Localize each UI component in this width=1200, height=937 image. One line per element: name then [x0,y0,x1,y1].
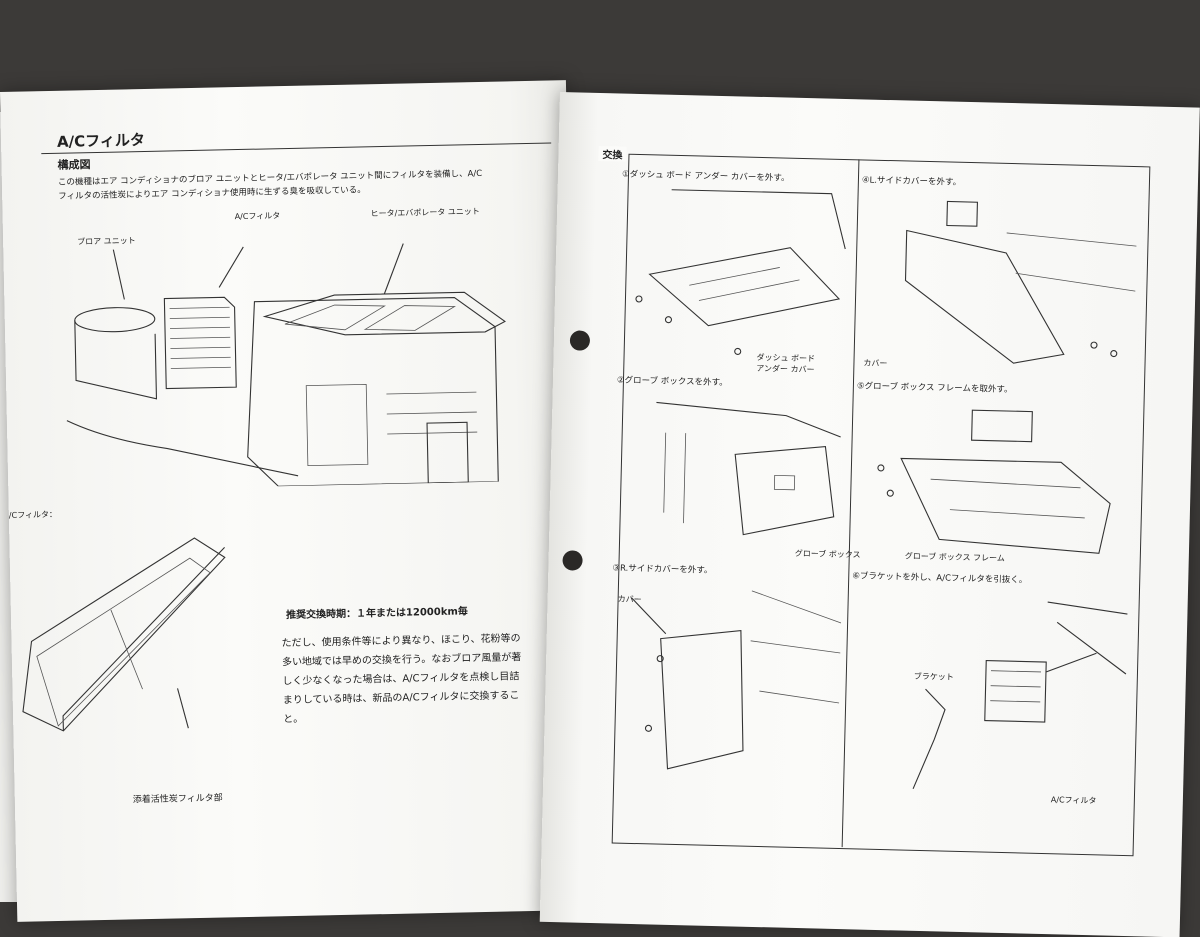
step-3-diagram [631,590,842,770]
body-text: ただし、使用条件等により異なり、ほこり、花粉等の 多い地域では早めの交換を行う。… [281,629,522,729]
label-glovebox: グローブ ボックス [794,548,861,560]
section-heading: 構成図 [57,158,91,172]
page-title: A/Cフィルタ [56,130,146,151]
label-ac-filter: A/Cフィルタ [234,211,281,222]
label-bracket: ブラケット [913,671,954,682]
hvac-assembly-diagram [66,243,506,487]
label-ac-filter-step6: A/Cフィルタ [1050,795,1097,806]
label-cover-l: カバー [863,358,888,369]
step-5-diagram [877,409,1111,554]
binder-hole [562,550,583,571]
step-6-diagram [912,601,1128,790]
step-2-diagram [656,401,841,536]
binder-hole [569,330,591,351]
left-page: A/Cフィルタ 構成図 この機種はエア コンディショナのブロア ユニットとヒータ… [0,80,584,922]
label-carbon-filter: 添着活性炭フィルタ部 [132,793,223,806]
label-dash-under-2: アンダー カバー [756,363,815,375]
step-1-diagram [635,189,846,355]
label-cover-r: カバー [617,594,642,605]
step-4-diagram [904,200,1137,364]
label-heater-unit: ヒータ/エバポレータ ユニット [370,206,480,219]
right-page: 交換 ①ダッシュ ボード アンダー カバーを外す。 ダッシュ ボード アンダー … [539,92,1200,937]
recommend-interval: 推奨交換時期：１年または12000km毎 [285,606,468,622]
ac-filter-drawing [22,537,226,732]
step-3: ③R.サイドカバーを外す。 [612,563,713,576]
step-4: ④L.サイドカバーを外す。 [861,175,962,188]
section-heading: 交換 [598,145,627,162]
label-ac-filter-small: /Cフィルタ： [8,509,58,520]
